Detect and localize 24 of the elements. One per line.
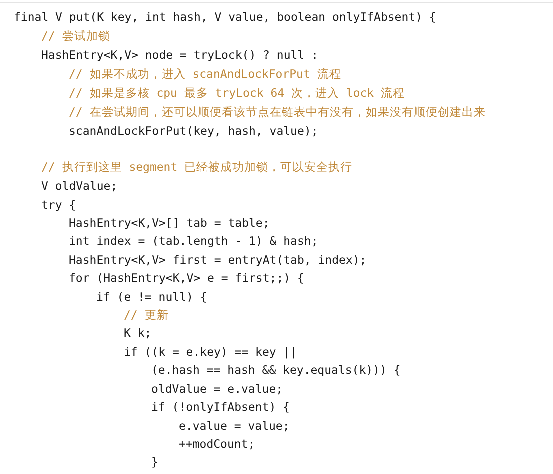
code-line: oldValue = e.value; <box>152 381 284 397</box>
code-comment: // 更新 <box>124 307 169 323</box>
code-line: HashEntry<K,V>[] tab = table; <box>69 215 270 231</box>
code-comment: // 如果是多核 cpu 最多 tryLock 64 次，进入 lock 流程 <box>69 85 406 101</box>
code-line: e.value = value; <box>179 418 290 434</box>
code-line: K k; <box>124 325 152 341</box>
code-line: final V put(K key, int hash, V value, boolean onlyIfAbsent) { <box>14 9 436 25</box>
code-line: for (HashEntry<K,V> e = first;;) { <box>69 270 304 286</box>
code-comment: // 在尝试期间，还可以顺便看该节点在链表中有没有，如果没有顺便创建出来 <box>69 104 486 120</box>
code-line: HashEntry<K,V> node = tryLock() ? null : <box>42 47 318 63</box>
code-line: HashEntry<K,V> first = entryAt(tab, index); <box>69 252 367 268</box>
code-line: scanAndLockForPut(key, hash, value); <box>69 123 318 139</box>
code-line: int index = (tab.length - 1) & hash; <box>69 233 318 249</box>
code-comment: // 执行到这里 segment 已经被成功加锁，可以安全执行 <box>42 159 353 175</box>
code-line: (e.hash == hash && key.equals(k))) { <box>152 362 401 378</box>
code-comment: // 如果不成功，进入 scanAndLockForPut 流程 <box>69 66 342 82</box>
code-line: V oldValue; <box>42 178 118 194</box>
code-line: } <box>152 454 158 470</box>
code-line: if (!onlyIfAbsent) { <box>152 399 290 415</box>
code-line: ++modCount; <box>179 436 256 452</box>
code-line: if (e != null) { <box>96 289 208 305</box>
code-line: try { <box>42 197 76 213</box>
code-comment: // 尝试加锁 <box>42 28 110 44</box>
code-line: if ((k = e.key) == key || <box>124 344 298 360</box>
